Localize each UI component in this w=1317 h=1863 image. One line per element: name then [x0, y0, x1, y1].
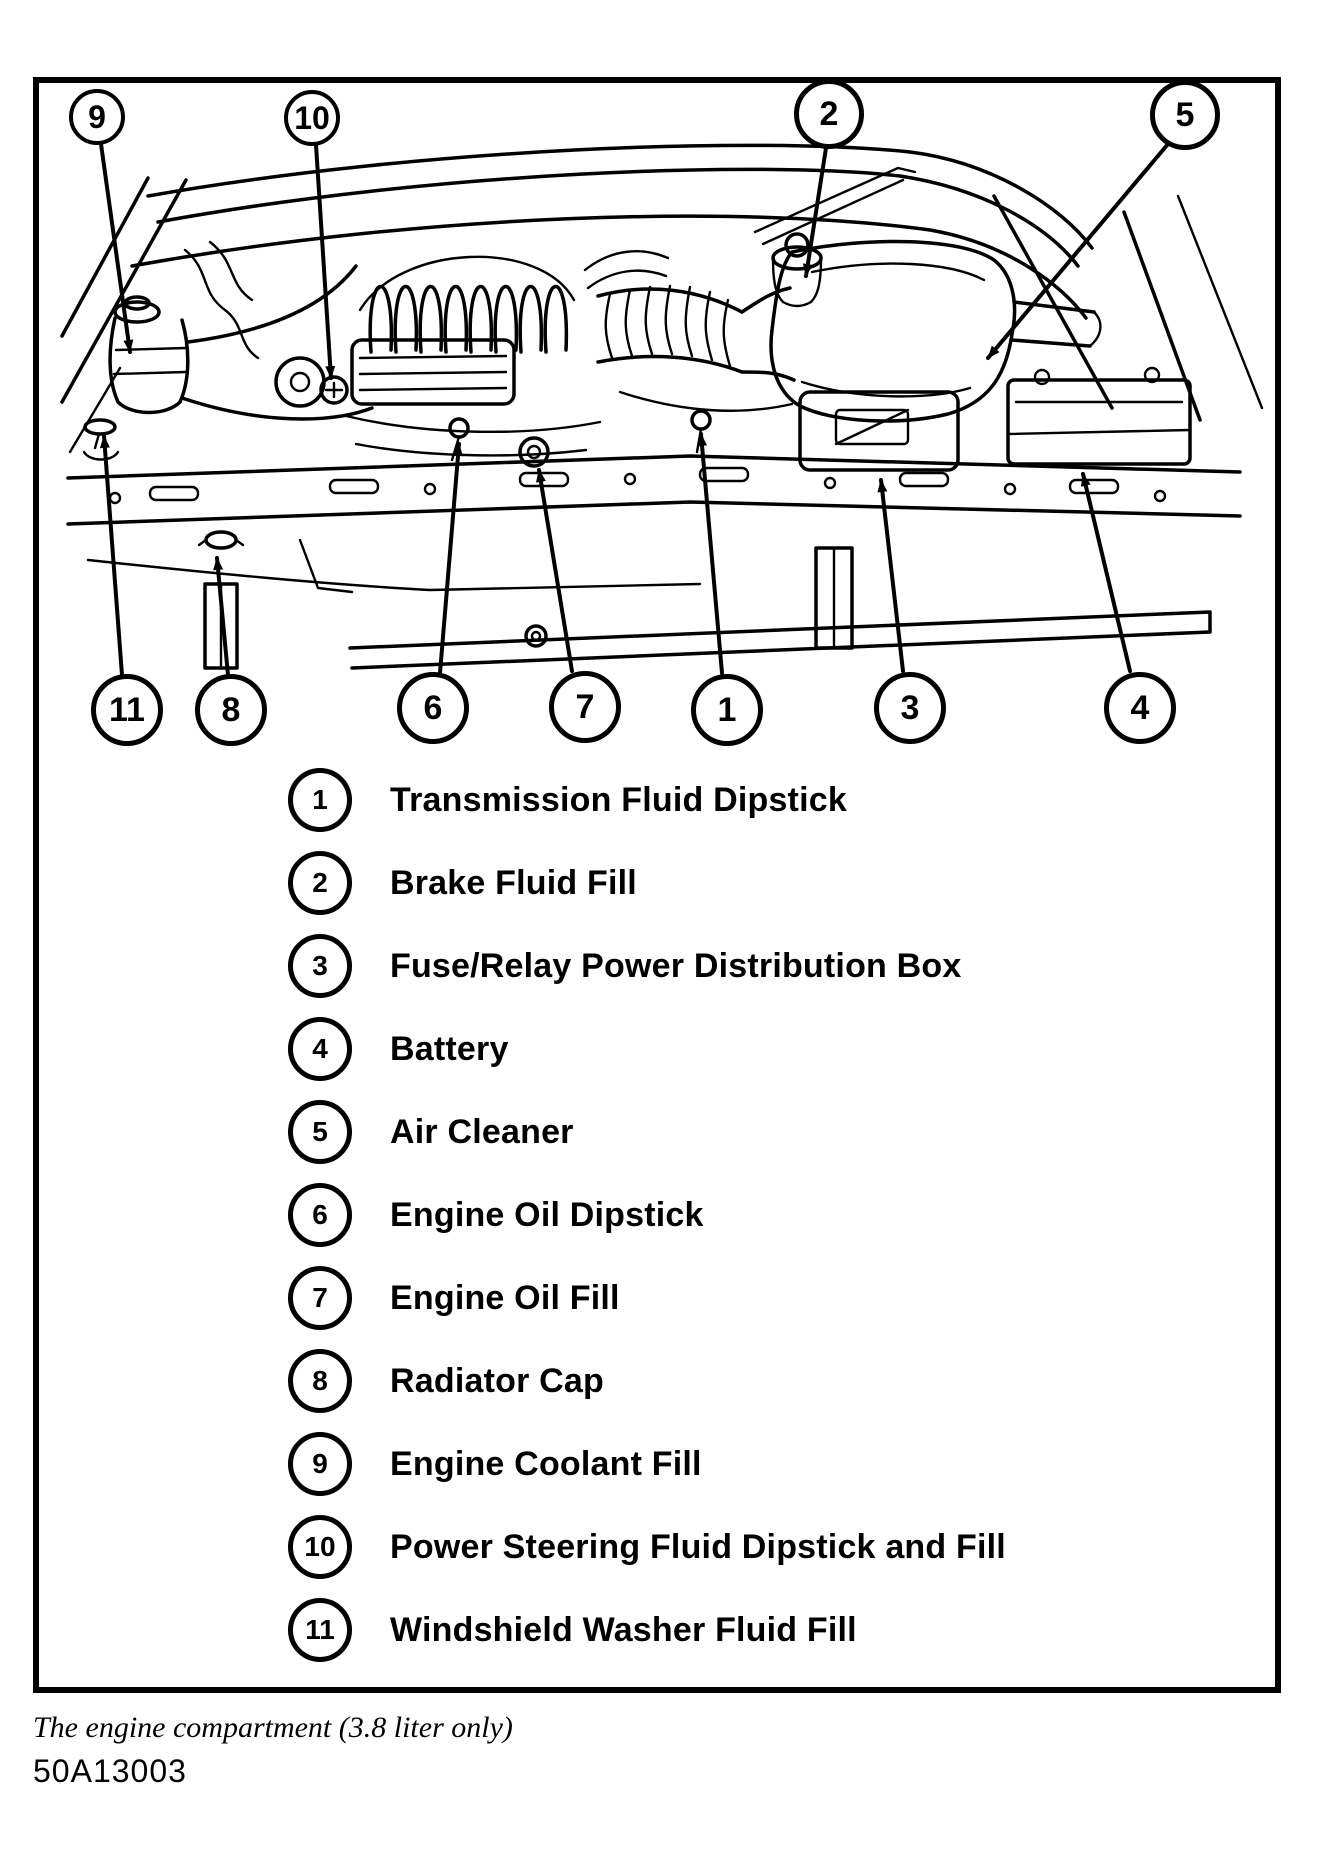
legend-number-badge: 9 [288, 1432, 352, 1496]
legend-item: 3 Fuse/Relay Power Distribution Box [288, 934, 962, 998]
callout-number: 4 [1130, 688, 1150, 727]
legend-item: 9 Engine Coolant Fill [288, 1432, 702, 1496]
callout-number: 3 [900, 688, 920, 727]
legend-number-badge: 10 [288, 1515, 352, 1579]
legend-item-label: Windshield Washer Fluid Fill [390, 1610, 857, 1649]
legend-item: 11 Windshield Washer Fluid Fill [288, 1598, 857, 1662]
legend-number-badge: 6 [288, 1183, 352, 1247]
legend-item: 8 Radiator Cap [288, 1349, 604, 1413]
callout-2: 2 [794, 79, 864, 149]
legend-item-label: Transmission Fluid Dipstick [390, 780, 847, 819]
legend-number-badge: 2 [288, 851, 352, 915]
callout-number: 10 [294, 99, 330, 136]
callout-9: 9 [69, 89, 125, 145]
callout-1: 1 [691, 674, 763, 746]
legend-item-label: Fuse/Relay Power Distribution Box [390, 946, 962, 985]
callout-5: 5 [1150, 80, 1220, 150]
callout-number: 5 [1175, 95, 1195, 134]
legend-number: 11 [305, 1614, 335, 1645]
legend-number-badge: 7 [288, 1266, 352, 1330]
callout-number: 8 [221, 690, 241, 729]
callout-number: 11 [109, 690, 145, 729]
figure-code: 50A13003 [33, 1753, 187, 1789]
callout-number: 1 [717, 690, 737, 729]
callout-number: 9 [88, 98, 106, 135]
legend-item-label: Brake Fluid Fill [390, 863, 637, 902]
callout-10: 10 [284, 90, 340, 146]
legend-item-label: Air Cleaner [390, 1112, 574, 1151]
legend-item: 5 Air Cleaner [288, 1100, 574, 1164]
legend-item: 6 Engine Oil Dipstick [288, 1183, 704, 1247]
legend-item: 4 Battery [288, 1017, 509, 1081]
legend-number-badge: 8 [288, 1349, 352, 1413]
legend-number: 2 [312, 867, 328, 898]
legend-number-badge: 5 [288, 1100, 352, 1164]
callout-number: 2 [819, 94, 839, 133]
legend-item-label: Battery [390, 1029, 509, 1068]
legend-item-label: Radiator Cap [390, 1361, 604, 1400]
legend-number-badge: 1 [288, 768, 352, 832]
legend-item-label: Engine Oil Fill [390, 1278, 620, 1317]
legend-item: 10 Power Steering Fluid Dipstick and Fil… [288, 1515, 1006, 1579]
legend-number: 9 [312, 1448, 328, 1479]
legend-number: 10 [304, 1531, 336, 1562]
legend-number: 3 [312, 950, 328, 981]
callout-6: 6 [397, 672, 469, 744]
callout-3: 3 [874, 672, 946, 744]
legend-item: 1 Transmission Fluid Dipstick [288, 768, 847, 832]
legend-item: 2 Brake Fluid Fill [288, 851, 637, 915]
callout-8: 8 [195, 674, 267, 746]
callout-11: 11 [91, 674, 163, 746]
legend-number: 6 [312, 1199, 328, 1230]
callout-4: 4 [1104, 672, 1176, 744]
legend-number: 4 [312, 1033, 328, 1064]
legend-item-label: Engine Coolant Fill [390, 1444, 702, 1483]
legend-number-badge: 4 [288, 1017, 352, 1081]
legend-number: 8 [312, 1365, 328, 1396]
legend-item-label: Power Steering Fluid Dipstick and Fill [390, 1527, 1006, 1566]
figure-caption: The engine compartment (3.8 liter only) [33, 1711, 513, 1744]
legend-item: 7 Engine Oil Fill [288, 1266, 620, 1330]
legend-number-badge: 3 [288, 934, 352, 998]
legend-item-label: Engine Oil Dipstick [390, 1195, 704, 1234]
callout-number: 6 [423, 688, 443, 727]
legend-number-badge: 11 [288, 1598, 352, 1662]
diagram-border-box [33, 77, 1281, 1693]
legend-number: 7 [312, 1282, 328, 1313]
legend-number: 5 [312, 1116, 328, 1147]
callout-7: 7 [549, 671, 621, 743]
callout-number: 7 [575, 687, 595, 726]
legend-number: 1 [312, 784, 328, 815]
